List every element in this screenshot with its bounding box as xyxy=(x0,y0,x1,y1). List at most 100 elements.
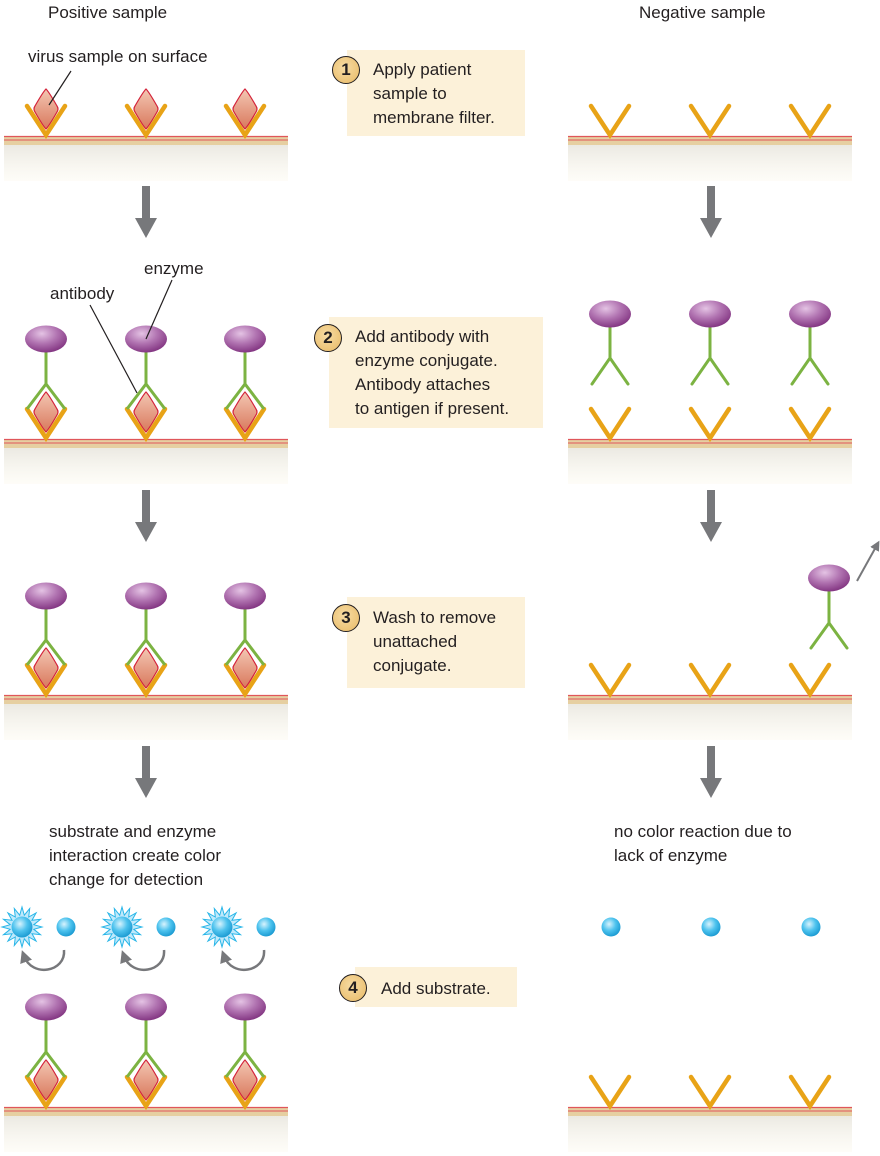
antibody-enzyme-conjugate xyxy=(690,326,730,386)
virus-antigen xyxy=(133,1059,159,1101)
step-1-line-2: sample to xyxy=(373,84,447,103)
detection-antibody-arms xyxy=(590,355,630,386)
colored-product xyxy=(111,916,133,938)
positive-result-line-2: interaction create color xyxy=(49,846,221,865)
step-2-badge: 2 xyxy=(314,324,342,352)
capture-antibody xyxy=(223,662,267,699)
capture-antibody xyxy=(588,103,632,140)
capture-antibody xyxy=(588,662,632,699)
capture-antibody xyxy=(124,103,168,140)
capture-antibody xyxy=(588,406,632,443)
step-2-line-3: Antibody attaches xyxy=(355,375,491,394)
negative-result-line-1: no color reaction due to xyxy=(614,822,792,841)
conversion-arrow xyxy=(20,949,66,972)
down-arrow-positive-3 xyxy=(135,746,157,798)
detection-antibody-arms xyxy=(809,620,849,650)
step-4-box xyxy=(355,967,517,1007)
capture-antibody xyxy=(223,103,267,140)
virus-antigen xyxy=(133,88,159,130)
substrate xyxy=(601,917,621,937)
wash-away-arrow xyxy=(856,540,880,582)
capture-antibody xyxy=(688,1074,732,1111)
step-3-badge: 3 xyxy=(332,604,360,632)
antibody-enzyme-conjugate xyxy=(224,351,266,410)
enzyme xyxy=(224,325,266,353)
virus-antigen xyxy=(33,391,59,433)
capture-antibody xyxy=(788,1074,832,1111)
virus-antigen xyxy=(232,647,258,689)
colored-product xyxy=(11,916,33,938)
virus-sample-label: virus sample on surface xyxy=(28,47,208,66)
membrane-positive-stage-3 xyxy=(4,694,288,740)
conversion-arrow xyxy=(120,949,166,972)
membrane-positive-stage-1 xyxy=(4,135,288,181)
antibody-enzyme-conjugate xyxy=(790,326,830,386)
colored-product-burst xyxy=(100,905,144,949)
capture-antibody xyxy=(24,662,68,699)
membrane-negative-stage-4 xyxy=(568,1106,852,1152)
conversion-arrow xyxy=(220,949,266,972)
enzyme xyxy=(25,582,67,610)
substrate xyxy=(256,917,276,937)
virus-antigen xyxy=(232,88,258,130)
step-3-line-1: Wash to remove xyxy=(373,608,497,627)
step-4-badge: 4 xyxy=(339,974,367,1002)
capture-antibody xyxy=(788,406,832,443)
down-arrow-negative-1 xyxy=(700,186,722,238)
step-2-box xyxy=(329,317,543,428)
capture-antibody xyxy=(223,406,267,443)
step-3-line-3: conjugate. xyxy=(373,656,452,675)
capture-antibody xyxy=(223,1074,267,1111)
colored-product-burst xyxy=(0,905,44,949)
substrate xyxy=(56,917,76,937)
virus-antigen xyxy=(33,647,59,689)
capture-antibody xyxy=(788,103,832,140)
step-3-line-2: unattached xyxy=(373,632,458,651)
down-arrow-positive-2 xyxy=(135,490,157,542)
capture-antibody xyxy=(688,662,732,699)
capture-antibody xyxy=(124,662,168,699)
step-1-box xyxy=(347,50,525,136)
capture-antibody xyxy=(124,1074,168,1111)
antibody-label: antibody xyxy=(50,284,115,303)
membrane-positive-stage-4 xyxy=(4,1106,288,1152)
antibody-leader-line xyxy=(89,304,138,394)
positive-result-line-3: change for detection xyxy=(49,870,204,889)
down-arrow-positive-1 xyxy=(135,186,157,238)
step-1-line-1: Apply patient xyxy=(373,60,472,79)
step-2-line-2: enzyme conjugate. xyxy=(355,351,498,370)
antibody-enzyme-conjugate xyxy=(25,608,67,666)
step-1-line-3: membrane filter. xyxy=(373,108,495,127)
substrate xyxy=(801,917,821,937)
capture-antibody xyxy=(24,1074,68,1111)
step-4-line-1: Add substrate. xyxy=(381,979,491,998)
colored-product xyxy=(211,916,233,938)
enzyme xyxy=(25,993,67,1021)
membrane-shadow xyxy=(4,448,288,484)
enzyme xyxy=(808,564,850,592)
substrate xyxy=(156,917,176,937)
virus-antigen xyxy=(133,391,159,433)
membrane-shadow xyxy=(568,1116,852,1152)
virus-antigen xyxy=(133,647,159,689)
antibody-enzyme-conjugate xyxy=(125,1019,167,1078)
enzyme xyxy=(125,993,167,1021)
membrane-shadow xyxy=(568,704,852,740)
membrane-shadow xyxy=(568,145,852,181)
membrane-shadow xyxy=(568,448,852,484)
capture-antibody xyxy=(124,406,168,443)
positive-result-line-1: substrate and enzyme xyxy=(49,822,217,841)
negative-sample-header: Negative sample xyxy=(639,3,766,22)
capture-antibody xyxy=(588,1074,632,1111)
capture-antibody xyxy=(24,103,68,140)
capture-antibody xyxy=(688,103,732,140)
capture-antibody xyxy=(24,406,68,443)
antibody-enzyme-conjugate xyxy=(590,326,630,386)
enzyme xyxy=(224,582,266,610)
membrane-positive-stage-2 xyxy=(4,438,288,484)
down-arrow-negative-3 xyxy=(700,746,722,798)
colored-product-burst xyxy=(200,905,244,949)
virus-antigen xyxy=(33,1059,59,1101)
membrane-shadow xyxy=(4,1116,288,1152)
